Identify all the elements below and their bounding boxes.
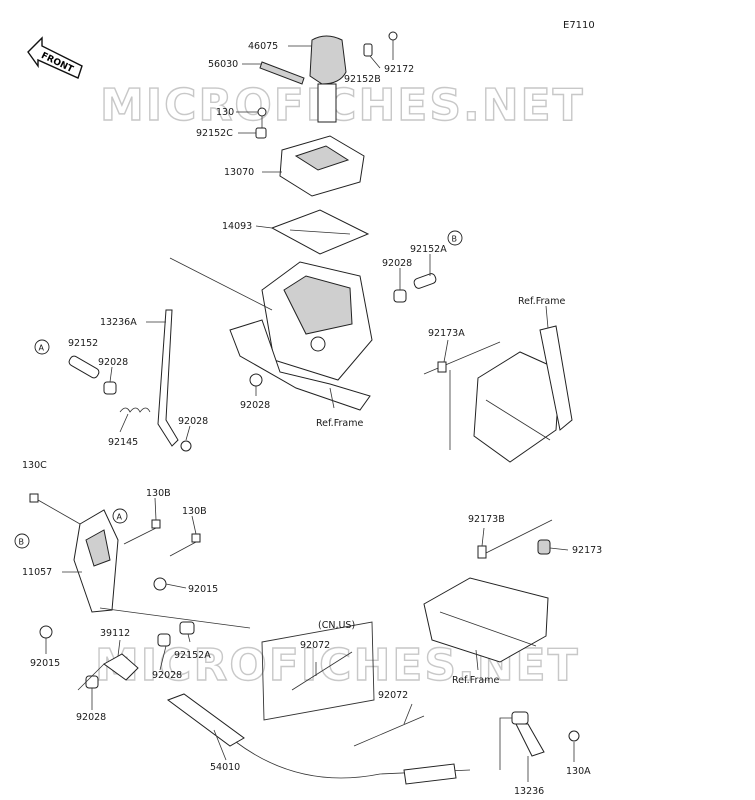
label-130B-1: 130B	[146, 488, 171, 499]
collar-92028-b1	[157, 633, 171, 647]
collar-92152C	[255, 127, 267, 139]
label-ref-frame-1: Ref.Frame	[316, 418, 363, 429]
label-13236: 13236	[514, 786, 544, 797]
watermark-top: MICROFICHES.NET	[100, 80, 585, 131]
cable-tie-92072-2	[353, 715, 425, 747]
label-ref-frame-3: Ref.Frame	[452, 675, 499, 686]
callout-B-upper: B	[447, 230, 463, 246]
bolt-130B-1	[123, 519, 161, 545]
spacer-92152B	[363, 43, 373, 57]
nut-92015-1	[153, 577, 167, 591]
spacer-92152A-bottom	[179, 621, 195, 635]
nut-92015-2	[39, 625, 53, 639]
callout-A-lower: A	[112, 508, 128, 524]
label-39112: 39112	[100, 628, 130, 639]
bolt-130A	[568, 730, 580, 742]
plate-56030	[259, 61, 305, 85]
label-130A: 130A	[566, 766, 591, 777]
bolt-130C	[29, 493, 81, 525]
label-130C: 130C	[22, 460, 47, 471]
cable-tie-92173A	[423, 341, 501, 375]
label-92028-b2: 92028	[76, 712, 106, 723]
clip-92173	[537, 539, 551, 555]
label-92145: 92145	[108, 437, 138, 448]
label-92015-1: 92015	[188, 584, 218, 595]
label-92152C: 92152C	[196, 128, 233, 139]
spacer-92152A-top	[413, 273, 437, 289]
label-92172: 92172	[384, 64, 414, 75]
collar-92028-top	[393, 289, 407, 303]
label-92072-1: 92072	[300, 640, 330, 651]
label-ref-frame-2: Ref.Frame	[518, 296, 565, 307]
bolt-130B-2	[169, 533, 201, 557]
label-92072-2: 92072	[378, 690, 408, 701]
label-130: 130	[216, 107, 234, 118]
label-54010: 54010	[210, 762, 240, 773]
label-14093: 14093	[222, 221, 252, 232]
lever-13236	[511, 711, 545, 757]
label-92152B: 92152B	[344, 74, 381, 85]
nut-92028-mid	[180, 440, 192, 452]
leader-lines	[45, 45, 575, 782]
label-cn-us: (CN,US)	[318, 620, 355, 631]
callout-B-lower: B	[14, 533, 30, 549]
collar-92028-b2	[85, 675, 99, 689]
shift-cable-54010	[166, 693, 471, 785]
label-92028-center: 92028	[240, 400, 270, 411]
front-arrow-icon: FRONT	[27, 36, 83, 79]
label-92173B: 92173B	[468, 514, 505, 525]
label-56030: 56030	[208, 59, 238, 70]
callout-A-upper: A	[34, 339, 50, 355]
label-11057: 11057	[22, 567, 52, 578]
svg-text:A: A	[117, 513, 123, 522]
label-13236A: 13236A	[100, 317, 137, 328]
cn-us-box	[261, 621, 375, 721]
spring-92145	[119, 407, 151, 413]
shift-rod-13236A	[157, 309, 179, 447]
label-92028-b1: 92028	[152, 670, 182, 681]
label-92173: 92173	[572, 545, 602, 556]
frame-right-upper	[473, 325, 573, 463]
joint-39112	[103, 653, 139, 681]
label-92152: 92152	[68, 338, 98, 349]
diagram-code: E7110	[563, 20, 595, 31]
label-92028-mid: 92028	[178, 416, 208, 427]
pin-92152	[68, 355, 100, 379]
bracket-11057	[73, 509, 119, 613]
label-130B-2: 130B	[182, 506, 207, 517]
svg-text:A: A	[39, 344, 45, 353]
label-46075: 46075	[248, 41, 278, 52]
label-92173A: 92173A	[428, 328, 465, 339]
label-92028-top: 92028	[382, 258, 412, 269]
label-92028-left: 92028	[98, 357, 128, 368]
svg-text:B: B	[19, 538, 25, 547]
shift-lever-bracket	[229, 261, 373, 411]
collar-92028-left	[103, 381, 117, 395]
shift-knob	[309, 35, 347, 123]
label-92152A-top: 92152A	[410, 244, 447, 255]
screw-92172	[388, 31, 398, 60]
cover-13070	[279, 135, 365, 197]
label-92152A-bottom: 92152A	[174, 650, 211, 661]
label-92015-2: 92015	[30, 658, 60, 669]
label-13070: 13070	[224, 167, 254, 178]
nut-92028-center	[249, 373, 263, 387]
svg-text:B: B	[452, 235, 458, 244]
gasket-14093	[270, 209, 370, 255]
frame-right-lower	[423, 577, 549, 663]
